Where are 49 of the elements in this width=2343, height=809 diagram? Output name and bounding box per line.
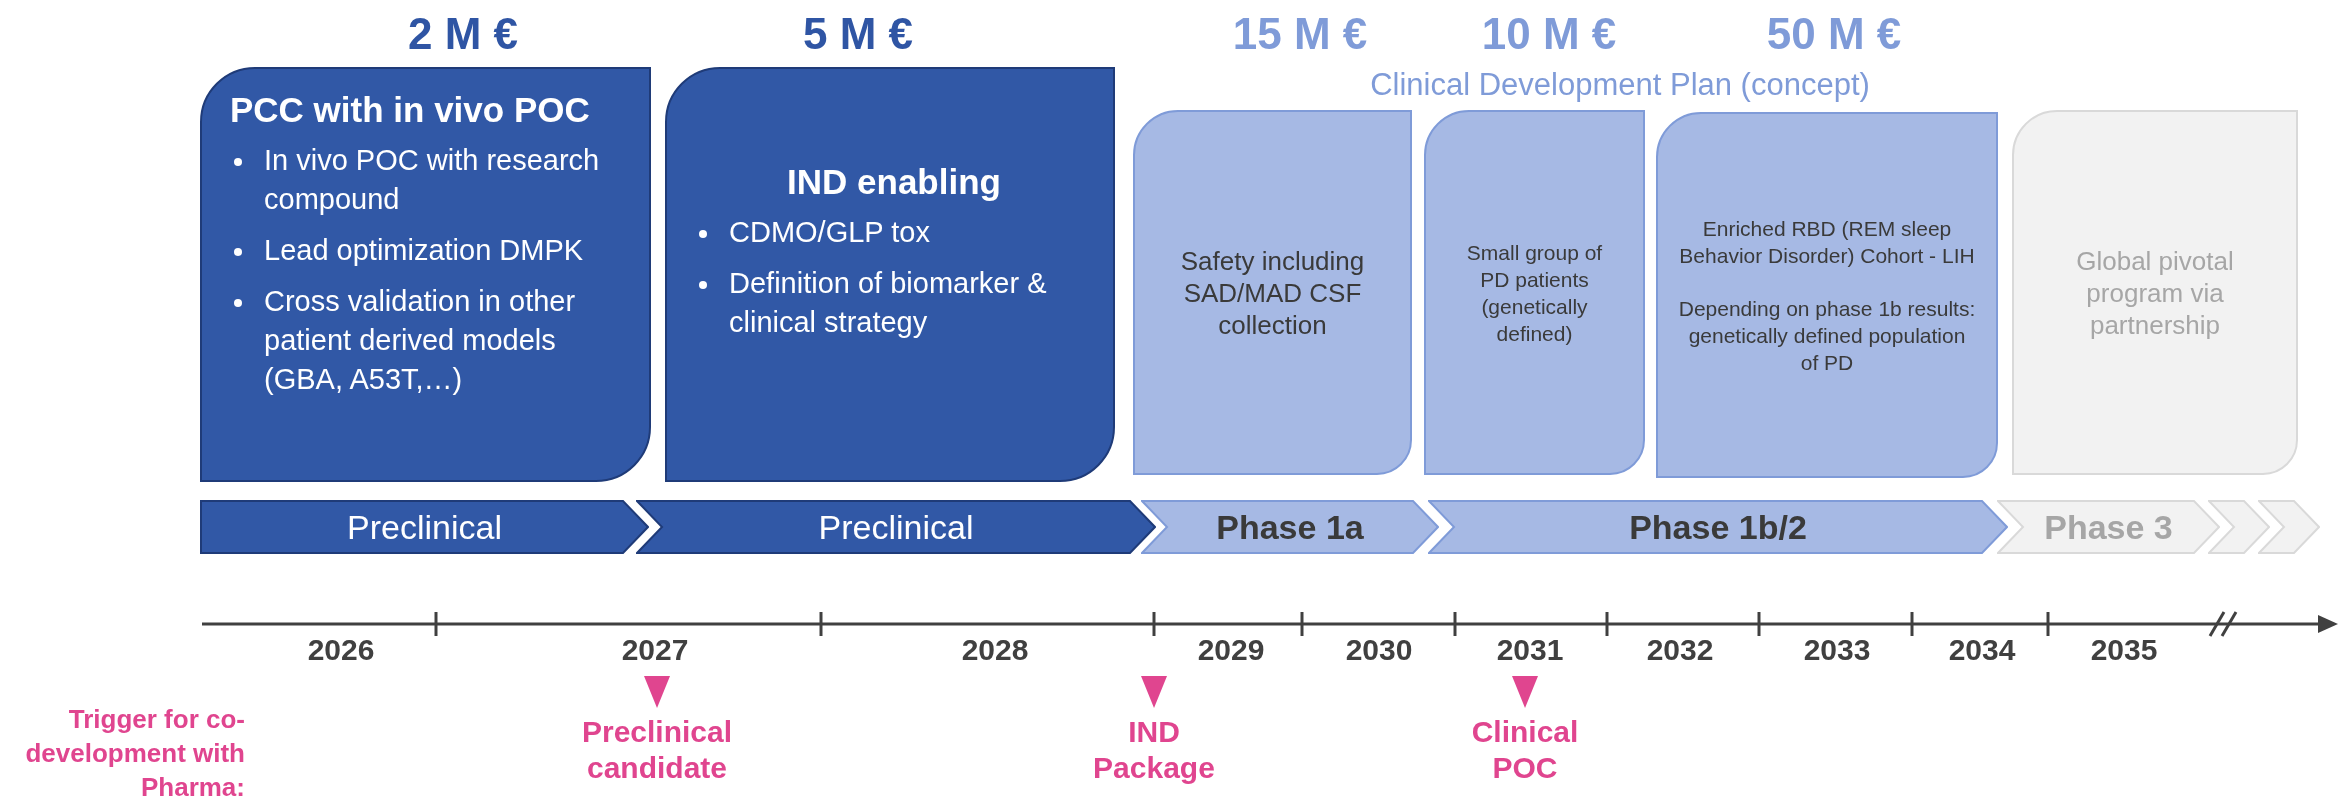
text-label: 2027 <box>620 632 690 668</box>
phase-label: Preclinical <box>347 507 502 547</box>
budget-label: 10 M € <box>1480 8 1618 60</box>
phase-band <box>1428 500 2008 554</box>
card-heading: PCC with in vivo POC <box>230 89 590 131</box>
milestone-label: Preclinical candidate <box>580 714 734 786</box>
phase-band <box>636 500 1156 554</box>
phase-card <box>2012 110 2298 475</box>
text-label: Clinical Development Plan (concept) <box>1369 66 1871 104</box>
milestone-label: Clinical POC <box>1470 714 1580 786</box>
bullet-text: In vivo POC with research compound <box>264 143 601 217</box>
phase-label: Phase 1a <box>1216 507 1364 547</box>
text-label: 2034 <box>1947 632 2017 668</box>
stage-card <box>200 67 651 482</box>
phase-band <box>2208 500 2270 554</box>
phase-label: Preclinical <box>818 507 974 547</box>
phase-label: Phase 3 <box>2044 507 2173 547</box>
text-label: 2031 <box>1495 632 1565 668</box>
text-label: 2029 <box>1196 632 1266 668</box>
text-label: 2033 <box>1802 632 1872 668</box>
text-label: Trigger for co-development with Pharma: <box>24 703 245 804</box>
budget-label: 15 M € <box>1231 8 1369 60</box>
bullet-text: Lead optimization DMPK <box>264 233 584 268</box>
card-text: Global pivotal program via partnership <box>2075 244 2235 341</box>
phase-band <box>1141 500 1439 554</box>
text-label: 2028 <box>960 632 1030 668</box>
card-text: Enriched RBD (REM sleep Behavior Disorder) Cohort - LIH <box>1678 215 1976 269</box>
text-label: 2032 <box>1645 632 1715 668</box>
milestone-label: IND Package <box>1092 714 1216 786</box>
card-heading: IND enabling <box>787 161 1001 203</box>
card-text: Safety including SAD/MAD CSF collection <box>1179 244 1366 341</box>
text-label: 2030 <box>1344 632 1414 668</box>
budget-label: 2 M € <box>406 8 519 60</box>
phase-band <box>2258 500 2320 554</box>
phase-card <box>1133 110 1412 475</box>
bullet-text: Definition of biomarker & clinical strategy <box>729 266 1048 340</box>
card-text: Small group of PD patients (genetically defined) <box>1465 239 1604 347</box>
text-label: 2026 <box>306 632 376 668</box>
budget-label: 5 M € <box>801 8 914 60</box>
phase-label: Phase 1b/2 <box>1629 507 1807 547</box>
budget-label: 50 M € <box>1765 8 1903 60</box>
text-label: 2035 <box>2089 632 2159 668</box>
phase-card <box>1656 112 1998 478</box>
bullet-text: CDMO/GLP tox <box>729 215 930 250</box>
card-text: Depending on phase 1b results: genetically defined population of PD <box>1677 295 1977 376</box>
stage-card <box>665 67 1115 482</box>
phase-card <box>1424 110 1645 475</box>
phase-band <box>200 500 649 554</box>
bullet-text: Cross validation in other patient derived models (GBA, A53T,…) <box>264 284 577 397</box>
